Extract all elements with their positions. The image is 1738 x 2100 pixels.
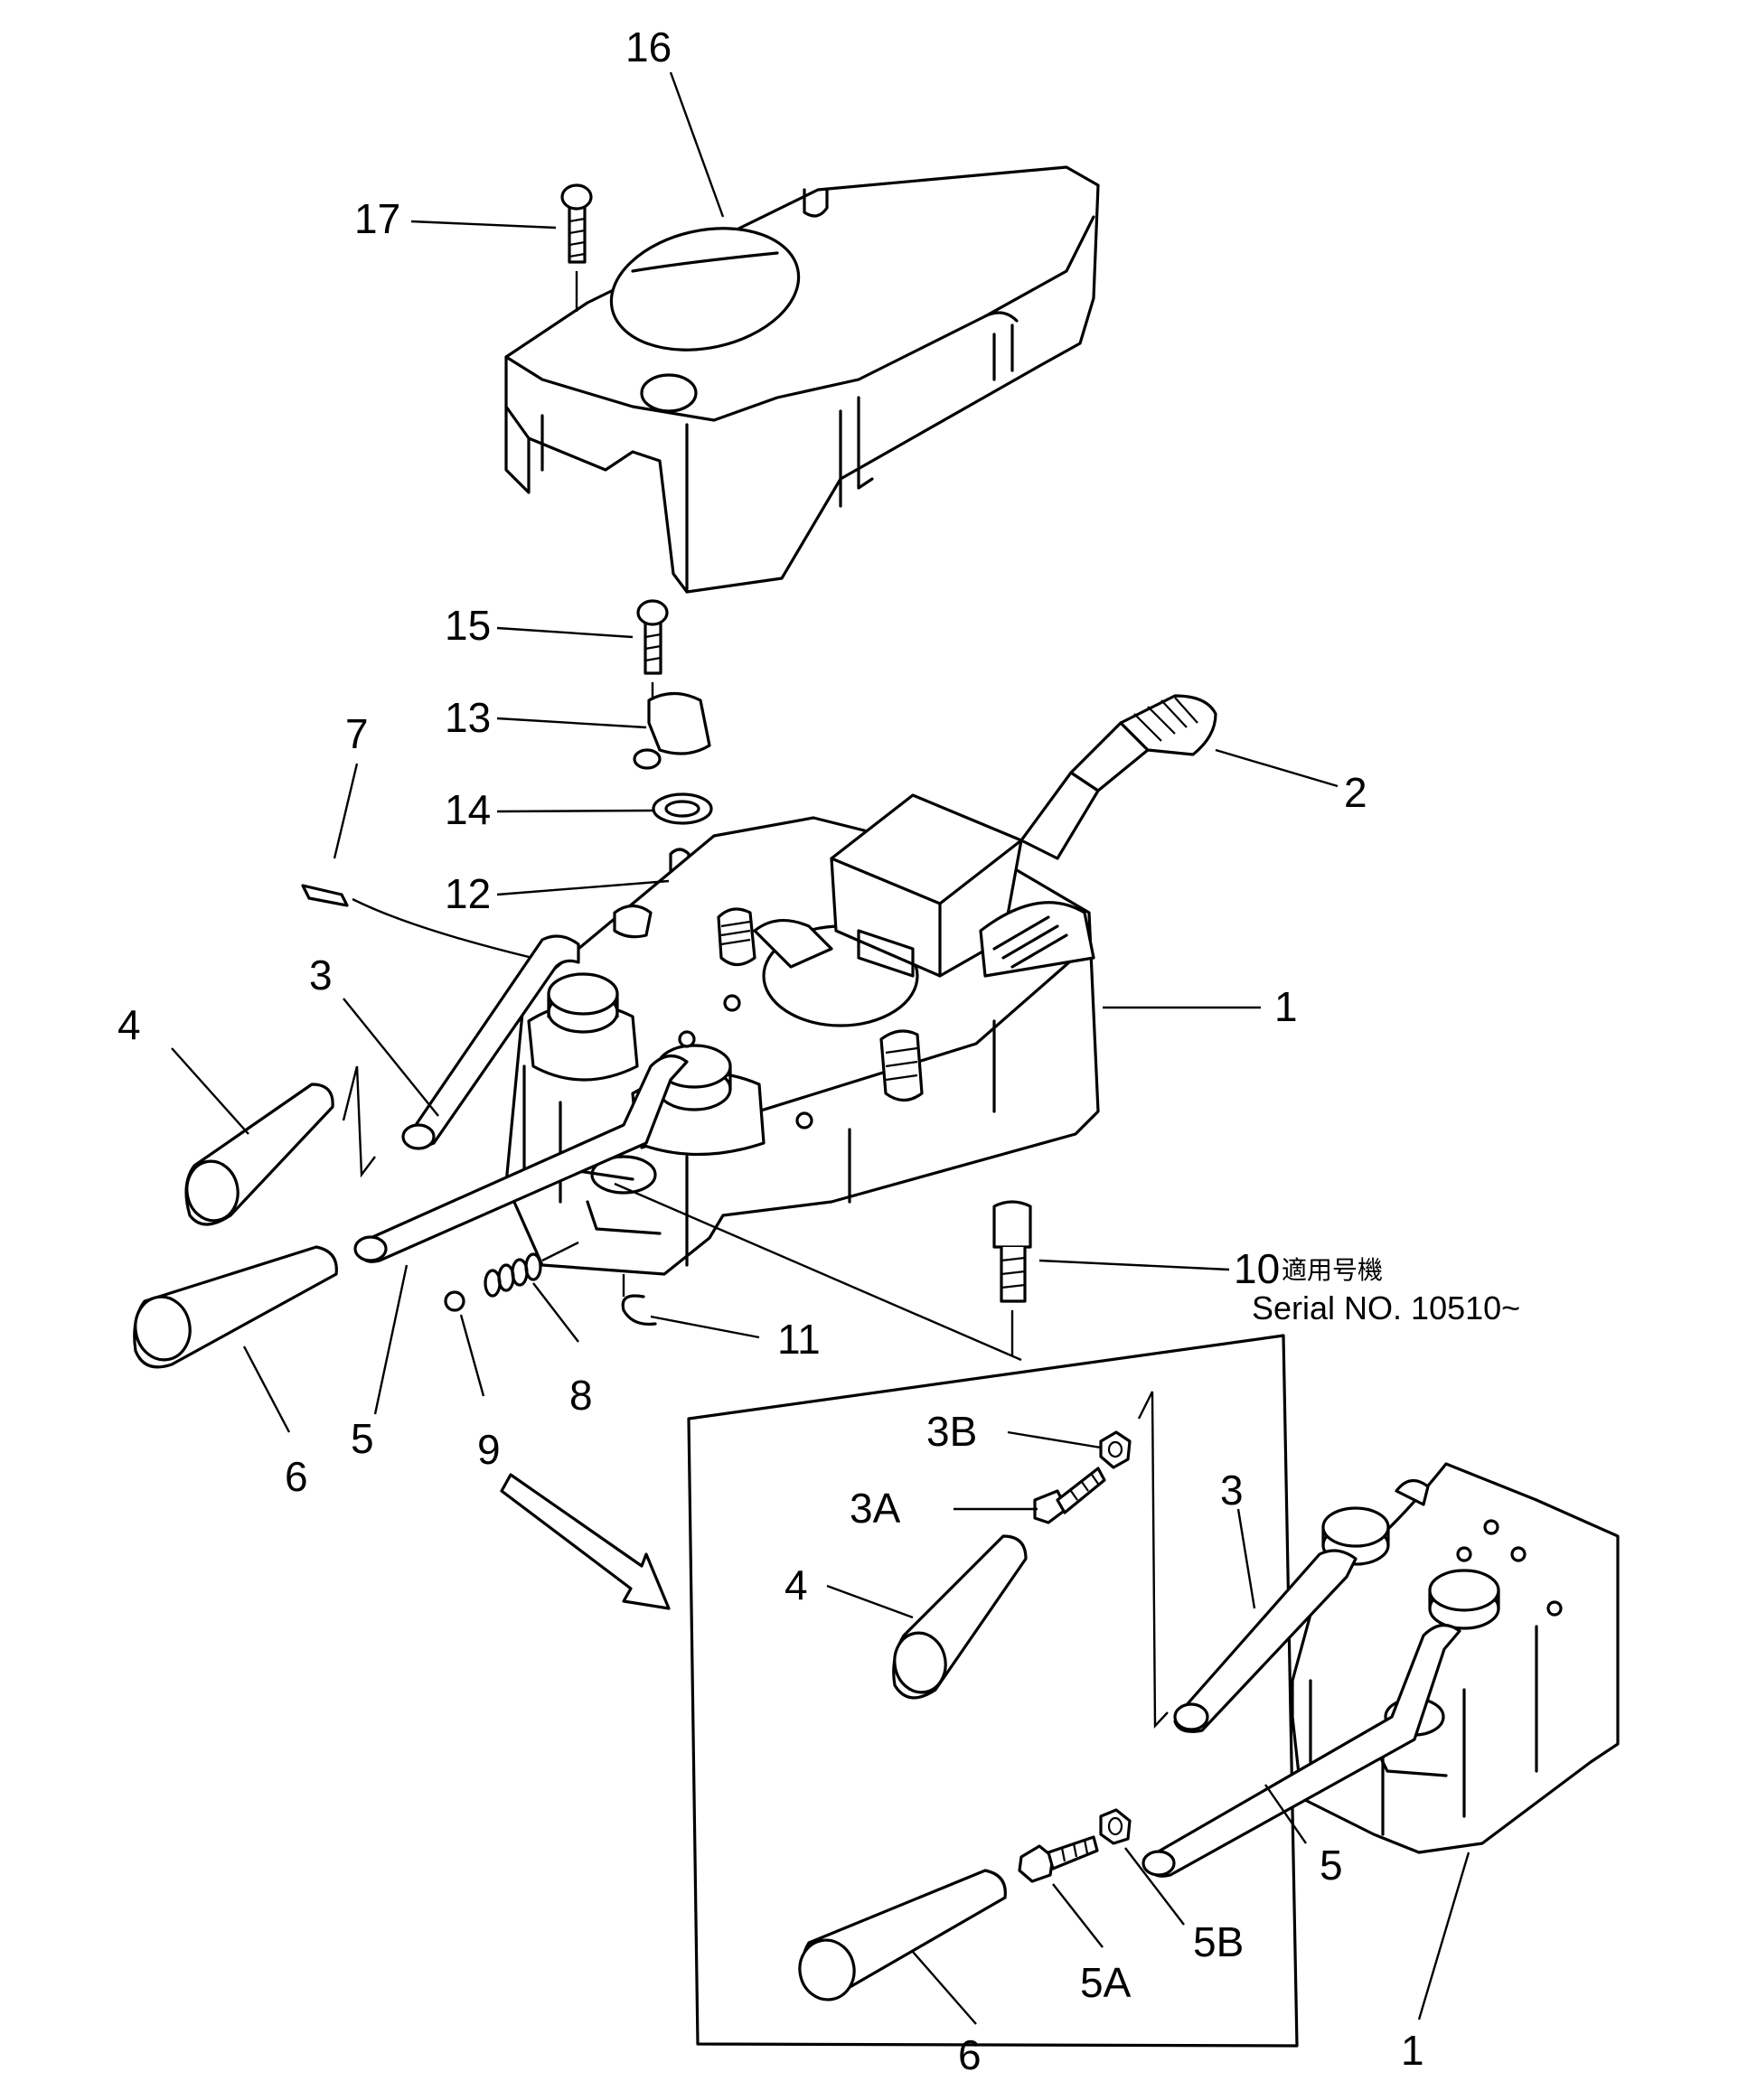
serial-note-japanese: 適用号機: [1282, 1255, 1383, 1285]
label-12: 12: [445, 870, 491, 917]
pin-part-7: [301, 884, 552, 964]
ball-part-9: [444, 1290, 465, 1312]
inset-break-line: [1137, 1391, 1169, 1730]
knob-part-6: [133, 1245, 338, 1369]
ring-part-11: [621, 1274, 657, 1327]
label-13: 13: [445, 694, 491, 741]
inset-bolt-part-5A: [1018, 1835, 1099, 1883]
inset-label-5B: 5B: [1193, 1918, 1244, 1965]
inset-lever-part-5: [1141, 1624, 1461, 1878]
screw-part-15: [636, 599, 669, 714]
inset-bolt-part-3A: [1033, 1467, 1106, 1524]
label-5: 5: [351, 1415, 374, 1462]
label-7: 7: [345, 710, 369, 757]
inset-label-6: 6: [958, 2031, 982, 2078]
inset-label-1: 1: [1401, 2027, 1424, 2074]
label-16: 16: [625, 23, 672, 70]
label-9: 9: [477, 1426, 501, 1473]
inset-label-3B: 3B: [926, 1408, 977, 1455]
label-4: 4: [117, 1001, 141, 1048]
inset-nut-part-5B: [1099, 1808, 1132, 1845]
lever-part-5: [353, 1055, 689, 1263]
arrow-to-inset: [500, 1473, 671, 1610]
label-11: 11: [777, 1316, 821, 1363]
label-15: 15: [445, 602, 491, 649]
label-2: 2: [1344, 769, 1367, 816]
washer-part-14: [652, 792, 713, 825]
inset-knob-part-6: [798, 1869, 1007, 2002]
inset-label-4: 4: [784, 1561, 808, 1608]
inset-label-3A: 3A: [850, 1485, 901, 1532]
inset-label-5: 5: [1320, 1842, 1343, 1889]
label-10: 10: [1234, 1245, 1280, 1292]
leader-lines: [171, 71, 1470, 2025]
inset-body-part-1: [1291, 1462, 1620, 1854]
knob-part-2: [1019, 694, 1217, 860]
knob-part-4: [184, 1083, 334, 1226]
bolt-part-10: [992, 1200, 1032, 1355]
switch-block: [753, 793, 1095, 978]
main-labels: 16 17 15 13 14 12 7 2 1 3 4 10 11 8 9 5 …: [117, 23, 1367, 1500]
label-1: 1: [1274, 983, 1298, 1030]
inset-frame: [614, 1182, 1299, 2048]
top-hardware: [613, 840, 924, 1130]
serial-note: 適用号機 Serial NO. 10510~: [1252, 1255, 1520, 1327]
inset-labels: 3B 3A 4 3 5 5A 5B 6 1: [784, 1408, 1424, 2078]
inset-label-3: 3: [1220, 1467, 1244, 1514]
label-17: 17: [354, 195, 400, 242]
break-line-3: [342, 1065, 376, 1178]
serial-note-number: Serial NO. 10510~: [1252, 1289, 1520, 1327]
spring-part-8: [484, 1241, 579, 1298]
lever-boss-left: [527, 972, 639, 1082]
label-14: 14: [445, 786, 491, 833]
label-6: 6: [285, 1453, 308, 1500]
screw-part-17: [560, 183, 593, 312]
lever-part-3: [401, 934, 580, 1150]
cover-part-16: [504, 165, 1100, 594]
label-3: 3: [309, 952, 333, 998]
label-8: 8: [569, 1372, 593, 1419]
inset-knob-part-4: [892, 1534, 1028, 1700]
inset-label-5A: 5A: [1080, 1959, 1132, 2006]
inset-lever-part-3: [1173, 1549, 1358, 1733]
clamp-part-13: [633, 691, 711, 770]
inset-nut-part-3B: [1099, 1430, 1132, 1469]
